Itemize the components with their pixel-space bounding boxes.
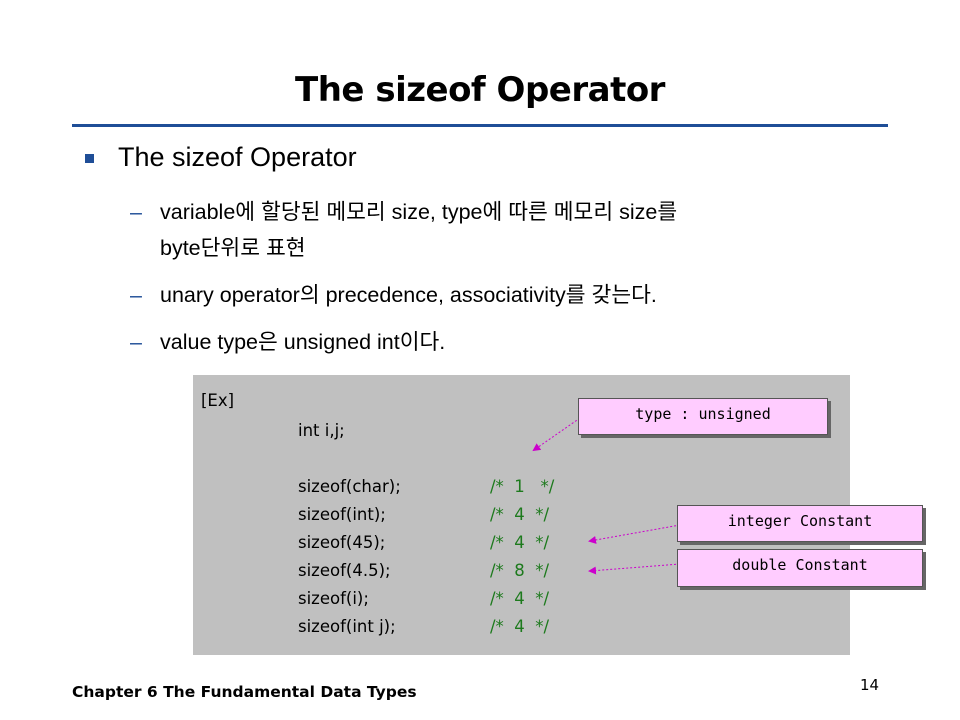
title-divider (72, 124, 888, 127)
code-comment: /* 4 */ (490, 533, 550, 552)
callout-integer-constant: integer Constant (677, 505, 923, 542)
code-comment: /* 4 */ (490, 617, 550, 636)
sub-item-text: value type은 unsigned int이다. (160, 330, 446, 354)
code-line: sizeof(45); (298, 533, 386, 552)
code-comment: /* 4 */ (490, 589, 550, 608)
arrow-to-4-5 (588, 563, 681, 575)
dash-icon: – (130, 200, 142, 224)
arrow-to-45 (588, 524, 681, 544)
callout-type-unsigned: type : unsigned (578, 398, 828, 435)
dash-icon: – (130, 283, 142, 307)
sub-item-text: variable에 할당된 메모리 size, type에 따른 메모리 siz… (160, 200, 678, 224)
code-line: sizeof(i); (298, 589, 369, 608)
arrow-to-type (532, 417, 581, 452)
code-line: sizeof(int); (298, 505, 386, 524)
dash-icon: – (130, 330, 142, 354)
example-label: [Ex] (201, 391, 235, 410)
code-comment: /* 1 */ (490, 477, 555, 496)
bullet-square-icon (85, 154, 94, 163)
footer-chapter: Chapter 6 The Fundamental Data Types (72, 683, 417, 701)
code-line: sizeof(4.5); (298, 561, 391, 580)
callout-double-constant: double Constant (677, 549, 923, 587)
code-comment: /* 8 */ (490, 561, 550, 580)
code-declaration: int i,j; (298, 421, 345, 440)
main-bullet: The sizeof Operator (85, 142, 357, 173)
main-bullet-text: The sizeof Operator (118, 142, 357, 172)
sub-item-text: unary operator의 precedence, associativit… (160, 283, 657, 307)
page-number: 14 (860, 676, 880, 694)
code-line: sizeof(int j); (298, 617, 396, 636)
sub-item-text: byte단위로 표현 (160, 236, 306, 260)
slide-title: The sizeof Operator (295, 70, 665, 110)
code-comment: /* 4 */ (490, 505, 550, 524)
code-line: sizeof(char); (298, 477, 401, 496)
